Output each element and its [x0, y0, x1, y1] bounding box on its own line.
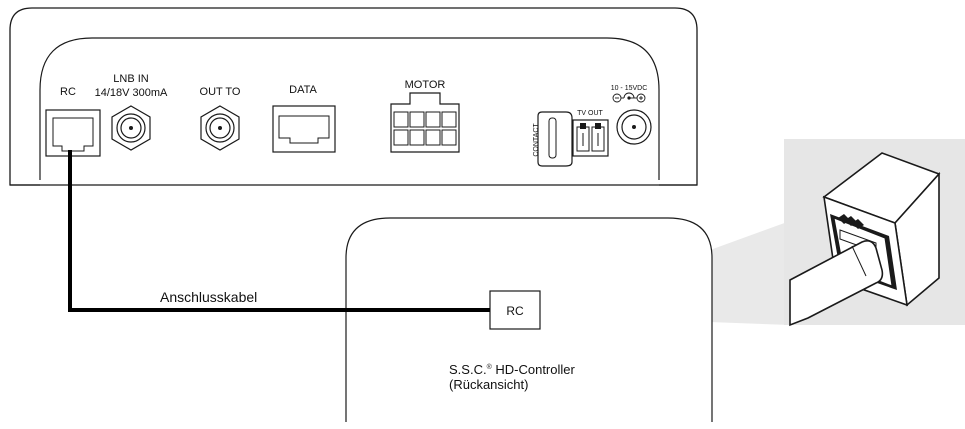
ssc-hd-controller: RC S.S.C.® HD-Controller (Rückansicht)	[345, 217, 713, 422]
rj-plug-closeup	[789, 152, 941, 327]
connection-cable	[68, 150, 490, 312]
motor-connector	[390, 92, 460, 153]
port-label-lnb-spec: 14/18V 300mA	[95, 87, 168, 99]
rc-port	[45, 109, 101, 157]
port-label-power: 10 - 15VDC	[611, 85, 648, 92]
port-label-data: DATA	[289, 84, 317, 96]
contact-tv-out-block	[537, 111, 609, 167]
controller-name-prefix: S.S.C.	[449, 362, 487, 377]
port-label-rc: RC	[60, 86, 76, 98]
port-label-contact: CONTACT	[533, 123, 540, 157]
controller-rc-label: RC	[506, 304, 524, 318]
data-port	[272, 105, 336, 153]
power-jack	[616, 109, 652, 145]
out-to-connector	[200, 105, 240, 151]
port-label-tv-out: TV OUT	[577, 110, 603, 117]
lnb-in-connector	[111, 105, 151, 151]
cable-label: Anschlusskabel	[160, 289, 257, 305]
controller-view-note: (Rückansicht)	[449, 377, 528, 392]
polarity-symbol-icon	[612, 92, 646, 103]
controller-name: S.S.C.® HD-Controller	[449, 362, 575, 377]
port-label-out-to: OUT TO	[200, 86, 241, 98]
receiver-rear-panel: RC LNB IN 14/18V 300mA OUT TO DATA MOTOR…	[9, 7, 698, 186]
port-label-lnb-in: LNB IN	[113, 73, 149, 85]
controller-name-reg: ®	[487, 363, 493, 371]
receiver-inner-panel	[39, 37, 660, 180]
port-label-motor: MOTOR	[405, 79, 446, 91]
controller-name-suffix: HD-Controller	[492, 362, 576, 377]
contact-slot	[548, 117, 557, 159]
